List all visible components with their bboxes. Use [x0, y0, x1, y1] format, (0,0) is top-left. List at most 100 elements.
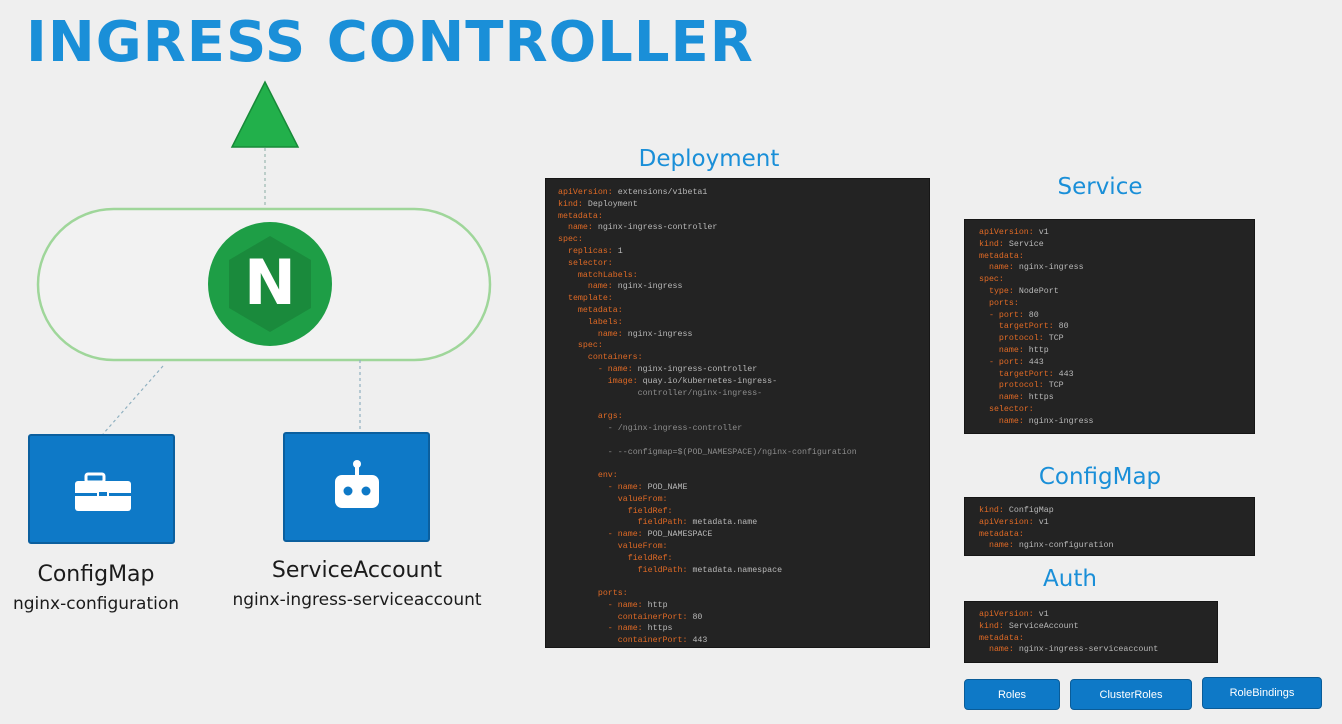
- yaml-key: apiVersion:: [979, 610, 1034, 619]
- yaml-key: fieldPath:: [637, 565, 688, 575]
- configmap-section-title: ConfigMap: [1038, 464, 1162, 490]
- yaml-key: fieldRef:: [627, 553, 673, 563]
- yaml-key: fieldRef:: [627, 506, 673, 516]
- yaml-value: - --configmap=$(POD_NAMESPACE)/nginx-con…: [607, 447, 857, 457]
- yaml-key: ports:: [597, 589, 628, 599]
- yaml-value: 443: [1023, 357, 1044, 367]
- yaml-key: valueFrom:: [617, 541, 668, 551]
- yaml-line: name: nginx-ingress: [979, 262, 1254, 274]
- yaml-key: selector:: [567, 258, 613, 268]
- yaml-line: [558, 458, 929, 470]
- yaml-line: valueFrom:: [558, 494, 929, 506]
- yaml-line: - name: POD_NAMESPACE: [558, 529, 929, 541]
- configmap-resource-box[interactable]: [28, 434, 175, 544]
- yaml-value: 443: [1053, 369, 1074, 379]
- yaml-line: protocol: TCP: [979, 380, 1254, 392]
- configmap-connector: [102, 365, 164, 435]
- yaml-key: name:: [988, 645, 1014, 655]
- yaml-key: containerPort:: [617, 612, 688, 622]
- yaml-value: v1: [1033, 228, 1049, 237]
- roles-button[interactable]: Roles: [964, 679, 1060, 710]
- nginx-logo-letter: N: [244, 246, 296, 319]
- yaml-key: name:: [567, 223, 593, 233]
- yaml-key: apiVersion:: [558, 188, 613, 197]
- yaml-line: replicas: 1: [558, 246, 929, 258]
- yaml-key: type:: [988, 286, 1014, 296]
- yaml-value: TCP: [1043, 381, 1064, 391]
- yaml-line: apiVersion: v1: [979, 227, 1254, 239]
- yaml-key: spec:: [577, 341, 603, 351]
- serviceaccount-resource-box[interactable]: [283, 432, 430, 542]
- yaml-value: TCP: [1043, 334, 1064, 344]
- yaml-line: - name: https: [558, 623, 929, 635]
- yaml-key: - name:: [607, 600, 643, 610]
- yaml-line: apiVersion: v1: [979, 609, 1217, 621]
- yaml-value: NodePort: [1013, 286, 1059, 296]
- yaml-line: metadata:: [979, 633, 1217, 645]
- yaml-value: 443: [687, 636, 708, 646]
- yaml-key: metadata:: [979, 251, 1024, 261]
- yaml-line: matchLabels:: [558, 270, 929, 282]
- yaml-value: controller/nginx-ingress-: [637, 388, 763, 398]
- yaml-key: metadata:: [979, 529, 1024, 539]
- yaml-key: - name:: [607, 624, 643, 634]
- yaml-key: metadata:: [558, 211, 603, 221]
- yaml-key: name:: [597, 329, 623, 339]
- yaml-line: kind: Service: [979, 239, 1254, 251]
- yaml-line: name: nginx-ingress: [979, 416, 1254, 428]
- yaml-line: env:: [558, 470, 929, 482]
- yaml-key: name:: [998, 393, 1024, 403]
- yaml-value: v1: [1033, 517, 1049, 527]
- yaml-value: POD_NAMESPACE: [642, 530, 713, 540]
- yaml-line: name: nginx-ingress-serviceaccount: [979, 644, 1217, 656]
- yaml-line: apiVersion: v1: [979, 517, 1254, 529]
- yaml-key: containers:: [587, 353, 643, 363]
- yaml-value: nginx-ingress: [1023, 416, 1094, 426]
- yaml-line: kind: ConfigMap: [979, 505, 1254, 517]
- yaml-line: metadata:: [979, 529, 1254, 541]
- clusterroles-button[interactable]: ClusterRoles: [1070, 679, 1192, 710]
- rolebindings-button[interactable]: RoleBindings: [1202, 677, 1322, 709]
- yaml-line: fieldPath: metadata.name: [558, 517, 929, 529]
- yaml-value: http: [1023, 345, 1049, 355]
- yaml-line: metadata:: [558, 305, 929, 317]
- yaml-key: name:: [988, 541, 1014, 551]
- yaml-value: nginx-ingress: [612, 282, 683, 292]
- serviceaccount-resource-subtitle: nginx-ingress-serviceaccount: [232, 590, 482, 610]
- yaml-line: [558, 399, 929, 411]
- yaml-value: nginx-ingress: [622, 329, 693, 339]
- yaml-line: name: nginx-configuration: [979, 540, 1254, 552]
- robot-icon: [335, 460, 379, 508]
- yaml-line: - --configmap=$(POD_NAMESPACE)/nginx-con…: [558, 447, 929, 459]
- yaml-value: Deployment: [582, 199, 638, 209]
- yaml-value: ConfigMap: [1003, 506, 1054, 515]
- yaml-value: nginx-ingress-controller: [592, 223, 718, 233]
- yaml-value: https: [1023, 393, 1054, 403]
- yaml-key: labels:: [587, 317, 623, 327]
- yaml-value: nginx-ingress-controller: [632, 364, 758, 374]
- yaml-value: - /nginx-ingress-controller: [607, 423, 743, 433]
- yaml-key: name:: [587, 282, 613, 292]
- yaml-line: - port: 443: [979, 357, 1254, 369]
- yaml-key: targetPort:: [998, 369, 1054, 379]
- yaml-line: name: http: [979, 345, 1254, 357]
- yaml-value: 80: [1023, 310, 1039, 320]
- yaml-value: http: [642, 600, 668, 610]
- yaml-line: kind: Deployment: [558, 199, 929, 211]
- yaml-value: nginx-ingress: [1013, 263, 1084, 273]
- yaml-key: args:: [597, 412, 623, 422]
- yaml-line: - name: nginx-ingress-controller: [558, 364, 929, 376]
- serviceaccount-resource-name: ServiceAccount: [271, 558, 443, 583]
- yaml-key: targetPort:: [998, 322, 1054, 332]
- yaml-line: name: https: [979, 392, 1254, 404]
- yaml-value: ServiceAccount: [1003, 621, 1079, 631]
- yaml-value: POD_NAME: [642, 482, 688, 492]
- configmap-resource-subtitle: nginx-configuration: [12, 594, 180, 614]
- nginx-logo-icon: [208, 222, 332, 346]
- yaml-line: selector:: [979, 404, 1254, 416]
- yaml-line: containerPort: 443: [558, 635, 929, 647]
- yaml-key: name:: [998, 416, 1024, 426]
- yaml-line: - port: 80: [979, 310, 1254, 322]
